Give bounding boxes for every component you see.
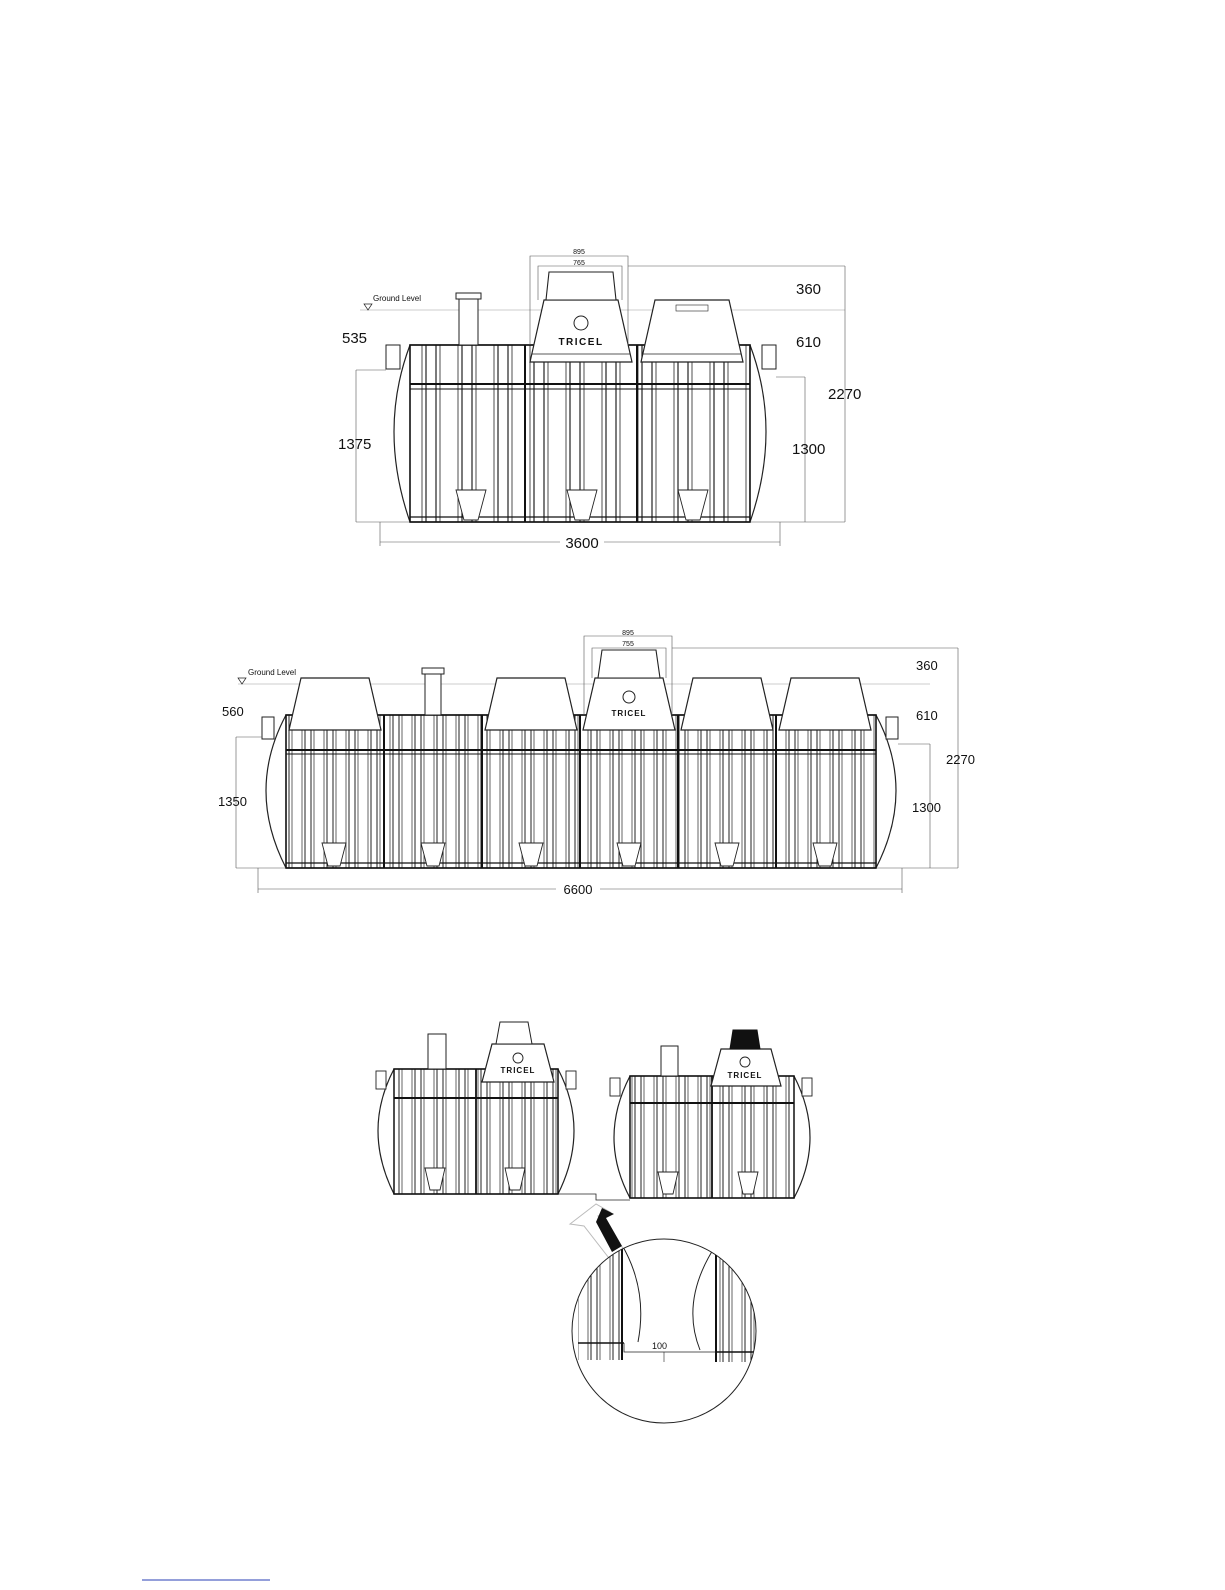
dim-right-mid: 610 [916,708,938,723]
dim-right-top: 360 [916,658,938,673]
vent-pipe [422,668,444,715]
dim-top-outer: 895 [622,630,634,637]
dim-top-outer: 895 [573,249,585,256]
tank-body [262,715,898,868]
dim-gap: 100 [652,1341,667,1351]
dim-top-inner: 755 [622,641,634,648]
dim-left-lower: 1350 [218,794,247,809]
brand-label: TRICEL [501,1066,536,1075]
dim-total-height: 2270 [828,386,861,403]
turret-left: TRICEL [530,272,632,362]
tank-body [386,345,776,522]
tank-right: TRICEL [610,1030,812,1198]
tank-left: TRICEL [376,1022,576,1194]
brand-label: TRICEL [558,337,603,348]
ground-level-label: Ground Level [248,668,296,677]
ground-level-label: Ground Level [373,294,421,303]
zoom-detail: 100 [572,1230,758,1423]
dim-total-height: 2270 [946,752,975,767]
vent-pipe [456,293,481,345]
dim-length: 3600 [565,535,598,552]
dim-left-upper: 535 [342,330,367,347]
dim-left-lower: 1375 [338,436,371,453]
tanks-side-by-side: TRICEL TRICEL [376,1022,812,1423]
brand-label: TRICEL [612,709,647,718]
tank-drawing-3600: Ground Level [338,249,861,552]
dim-right-lower: 1300 [792,441,825,458]
dim-right-lower: 1300 [912,800,941,815]
brand-label: TRICEL [728,1071,763,1080]
dim-top-inner: 765 [573,260,585,267]
dim-length: 6600 [564,882,593,897]
dim-right-mid: 610 [796,334,821,351]
turret-branded: TRICEL [583,650,675,730]
dim-right-top: 360 [796,281,821,298]
turret-right [641,300,743,362]
tank-drawing-6600: Ground Level [218,630,975,897]
dim-left-upper: 560 [222,704,244,719]
